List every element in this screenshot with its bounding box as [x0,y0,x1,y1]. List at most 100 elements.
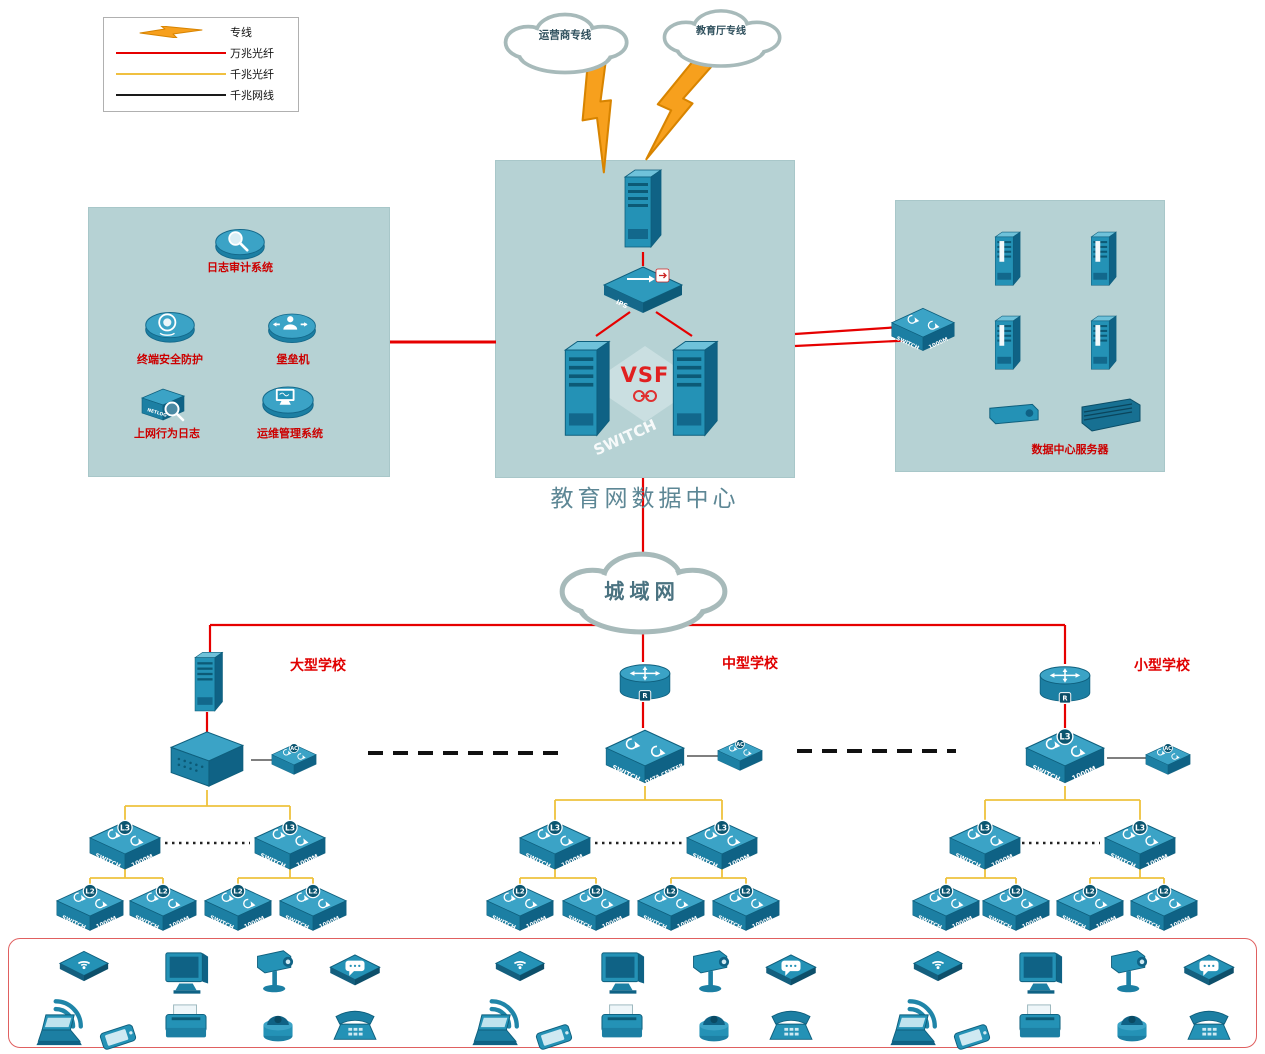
legend-row: 专线 [112,23,290,41]
10g-fiber-swatch [116,52,226,54]
security-item-label: 上网行为日志 [134,427,200,440]
svg-text:L2: L2 [1085,887,1095,896]
core-switch-icon: L3 SWITCH 1000M [1025,727,1105,784]
ptz-camera-icon [693,950,730,993]
link-icon [633,390,657,402]
large-school-label: 大型学校 [290,658,346,674]
inter-school-dashed-links [368,749,956,755]
carrier-cloud-label: 运营商专线 [539,29,592,42]
legend: 专线 万兆光纤 千兆光纤 千兆网线 [103,17,299,112]
carrier-cloud: 运营商专线 [503,12,629,75]
svg-text:L2: L2 [941,887,951,896]
wireless-ap-icon [59,950,109,982]
svg-text:L2: L2 [1011,887,1021,896]
svg-text:L3: L3 [1135,823,1145,832]
smartphone-icon [98,1023,138,1051]
legend-row: 万兆光纤 [112,44,290,62]
medium-school-label: 中型学校 [722,656,778,672]
ac-controller-icon: AC [271,743,317,775]
svg-text:L2: L2 [85,887,95,896]
terminal-devices-box [8,938,1257,1048]
core-switch-server-icon [672,340,718,436]
switch-badge: L3 [1059,732,1070,742]
storage-icon [989,403,1039,425]
server-icon [994,315,1021,370]
server-panel-label: 数据中心服务器 [1031,443,1109,456]
message-terminal-icon [765,954,817,986]
telephone-icon [1187,1010,1231,1040]
legend-label: 专线 [230,26,252,39]
legend-row: 千兆光纤 [112,65,290,83]
netlog-icon: NETLOG [140,388,186,422]
svg-text:L2: L2 [158,887,168,896]
terminal-group [32,941,394,1051]
server-icon [994,231,1021,286]
svg-text:L2: L2 [741,887,751,896]
telephone-icon [769,1010,813,1040]
svg-text:L3: L3 [980,823,990,832]
svg-text:L3: L3 [550,823,560,832]
legend-row: 千兆网线 [112,86,290,104]
netlog-label: NETLOG [146,407,167,419]
school-router-icon: R [619,664,671,702]
legend-label: 千兆网线 [230,89,274,102]
data-center-title: 教育网数据中心 [550,486,740,512]
svg-text:L2: L2 [233,887,243,896]
svg-text:L3: L3 [120,823,130,832]
ac-badge: AC [1164,746,1172,752]
svg-text:L2: L2 [515,887,525,896]
router-badge: R [1062,694,1068,702]
laptop-icon [889,1014,937,1046]
desktop-monitor-icon [601,952,645,995]
ac-controller-icon: AC [1145,743,1191,775]
small-school-label: 小型学校 [1134,658,1190,674]
dome-camera-icon [263,1015,293,1042]
terminal-group [886,941,1248,1051]
endpoint-security-icon [145,312,195,343]
server-panel-switch: SWITCH 1000M [891,307,955,352]
desktop-monitor-icon [1019,952,1063,995]
svg-text:L2: L2 [666,887,676,896]
ptz-camera-icon [1111,950,1148,993]
core-switch-server-icon [564,340,610,436]
education-cloud-label: 教育厅专线 [695,24,746,37]
ops-management-icon [262,386,314,419]
1g-fiber-links [89,786,1165,886]
1g-cable-swatch [116,94,226,96]
man-cloud-label: 城域网 [604,580,680,604]
security-item-label: 运维管理系统 [257,427,323,440]
security-item-label: 日志审计系统 [207,261,273,274]
svg-text:L3: L3 [285,823,295,832]
telephone-icon [333,1010,377,1040]
rack-switch-icon [1081,398,1141,432]
router-badge: R [642,692,648,700]
security-appliance-icon [170,731,244,787]
dome-camera-icon [699,1015,729,1042]
message-terminal-icon [1183,954,1235,986]
firewall-icon [624,169,662,248]
svg-text:L3: L3 [717,823,727,832]
log-audit-icon [215,229,265,260]
bastion-host-icon [268,313,316,344]
svg-text:L2: L2 [1159,887,1169,896]
1g-cable-links [251,755,1146,761]
laptop-icon [35,1014,83,1046]
server-icon [1090,231,1117,286]
desktop-monitor-icon [165,952,209,995]
laptop-icon [471,1014,519,1046]
ac-badge: AC [736,742,744,748]
